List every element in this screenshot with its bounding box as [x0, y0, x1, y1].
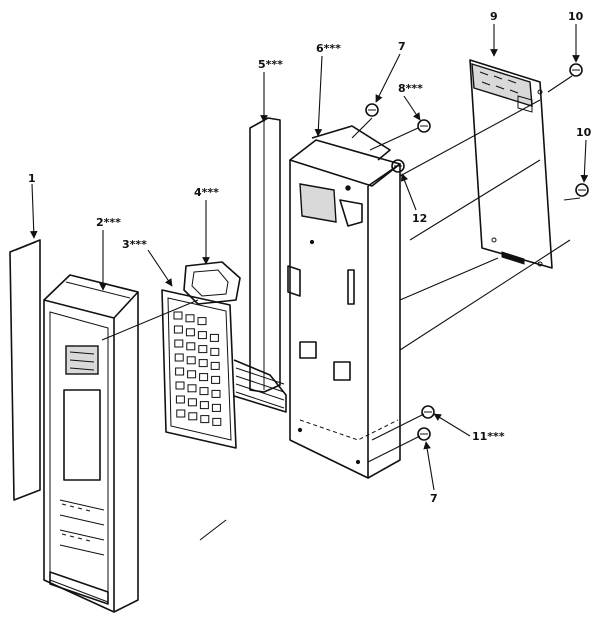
keypad-key	[186, 342, 196, 351]
part-6-control-box	[287, 125, 401, 479]
keypad-key	[197, 317, 207, 326]
callout-7-top: 7	[398, 40, 406, 53]
keypad-key	[209, 333, 219, 342]
callout-10-top: 10	[568, 10, 584, 23]
keypad-key	[212, 417, 222, 426]
screw-8	[417, 119, 431, 133]
part-9-circuit-board	[469, 59, 553, 269]
assembly-lines	[101, 75, 581, 541]
callout-6: 6***	[316, 42, 341, 55]
callout-3: 3***	[122, 238, 147, 251]
callout-leaders	[29, 24, 589, 491]
screw-11	[421, 405, 435, 419]
keypad-key	[174, 353, 184, 362]
keypad-key	[210, 361, 220, 370]
keypad-key	[200, 415, 210, 424]
part-4-gasket	[183, 261, 241, 305]
part-5-vertical-strip	[249, 117, 281, 393]
keypad-key	[198, 359, 208, 368]
callout-10-mid: 10	[576, 126, 592, 139]
keypad-key	[176, 409, 186, 418]
screw-7-top	[365, 103, 379, 117]
keypad-key	[211, 389, 221, 398]
callout-12: 12	[412, 212, 427, 225]
keypad-key	[186, 356, 196, 365]
callout-1: 1	[28, 172, 36, 185]
keypad-key	[173, 311, 183, 320]
screw-12	[391, 159, 405, 173]
callout-5: 5***	[258, 58, 283, 71]
keypad-key	[211, 375, 221, 384]
keypad-key	[198, 345, 208, 354]
screw-7-bottom	[417, 427, 431, 441]
part-3-membrane-keypad	[161, 289, 287, 449]
keypad-key	[174, 339, 184, 348]
callout-7-bottom: 7	[430, 492, 438, 505]
keypad-opening	[63, 389, 101, 481]
keypad-key	[185, 314, 195, 323]
keypad-key	[197, 331, 207, 340]
callout-9: 9	[490, 10, 498, 23]
keypad-keys	[173, 311, 222, 426]
callout-2: 2***	[96, 216, 121, 229]
keypad-key	[187, 398, 197, 407]
keypad-key	[175, 381, 185, 390]
callout-11: 11***	[472, 430, 505, 443]
part-2-control-panel-frame	[43, 274, 139, 613]
keypad-key	[185, 328, 195, 337]
keypad-key	[173, 325, 183, 334]
callout-4: 4***	[194, 186, 219, 199]
keypad-key	[199, 373, 209, 382]
part-1-trim-strip	[9, 239, 41, 501]
keypad-key	[175, 367, 185, 376]
keypad-key	[187, 384, 197, 393]
callout-8: 8***	[398, 82, 423, 95]
screw-10-top	[569, 63, 583, 77]
screw-10-mid	[575, 183, 589, 197]
keypad-key	[210, 347, 220, 356]
keypad-key	[187, 370, 197, 379]
keypad-key	[175, 395, 185, 404]
keypad-key	[199, 387, 209, 396]
keypad-key	[199, 401, 209, 410]
keypad-key	[188, 412, 198, 421]
keypad-key	[211, 403, 221, 412]
